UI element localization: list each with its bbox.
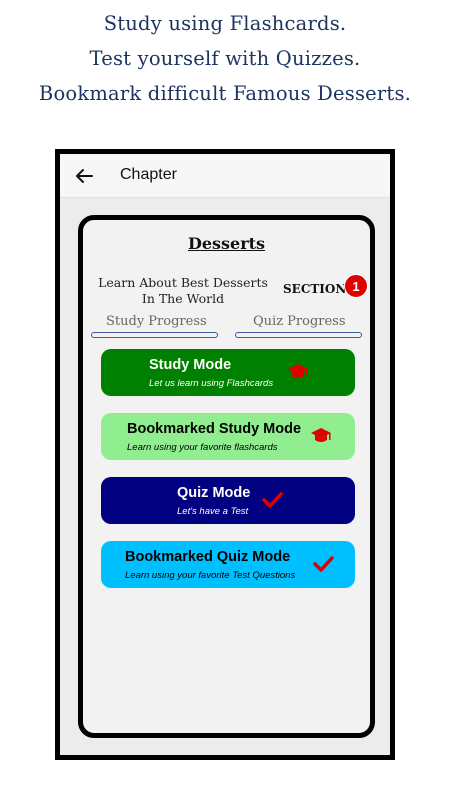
study-mode-title: Study Mode bbox=[149, 357, 232, 373]
appbar-title: Chapter bbox=[120, 166, 177, 183]
promo-line-3: Bookmark difficult Famous Desserts. bbox=[38, 82, 412, 105]
app-bar: Chapter bbox=[60, 154, 390, 198]
back-button[interactable] bbox=[72, 164, 96, 188]
chapter-description: Learn About Best Desserts In The World bbox=[98, 275, 268, 306]
quiz-mode-subtitle: Let's have a Test bbox=[177, 506, 249, 517]
quiz-mode-button[interactable]: Quiz Mode Let's have a Test bbox=[101, 477, 355, 524]
quiz-progress-label: Quiz Progress bbox=[253, 314, 346, 329]
quiz-mode-title: Quiz Mode bbox=[177, 485, 251, 501]
chapter-title: Desserts bbox=[187, 234, 266, 253]
quiz-progress-bar bbox=[235, 332, 362, 338]
bookmarked-quiz-mode-button[interactable]: Bookmarked Quiz Mode Learn using your fa… bbox=[101, 541, 355, 588]
section-number-badge: 1 bbox=[344, 274, 368, 298]
chapter-card: Desserts Learn About Best Desserts In Th… bbox=[78, 215, 375, 738]
arrow-left-icon bbox=[76, 169, 93, 183]
section-label: SECTION bbox=[283, 282, 347, 296]
checkmark-icon bbox=[313, 556, 334, 572]
bookmarked-study-mode-title: Bookmarked Study Mode bbox=[127, 421, 302, 437]
graduation-cap-icon bbox=[311, 428, 331, 442]
bookmarked-study-mode-button[interactable]: Bookmarked Study Mode Learn using your f… bbox=[101, 413, 355, 460]
phone-frame: Chapter Desserts Learn About Best Desser… bbox=[55, 149, 395, 760]
study-mode-subtitle: Let us learn using Flashcards bbox=[149, 378, 274, 389]
study-progress-bar bbox=[91, 332, 218, 338]
study-progress-label: Study Progress bbox=[106, 314, 207, 329]
checkmark-icon bbox=[262, 492, 283, 508]
bookmarked-quiz-mode-title: Bookmarked Quiz Mode bbox=[125, 549, 291, 565]
bookmarked-quiz-mode-subtitle: Learn using your favorite Test Questions bbox=[125, 570, 296, 581]
graduation-cap-icon bbox=[288, 364, 308, 378]
bookmarked-study-mode-subtitle: Learn using your favorite flashcards bbox=[127, 442, 278, 453]
promo-line-1: Study using Flashcards. bbox=[103, 12, 347, 35]
promo-line-2: Test yourself with Quizzes. bbox=[89, 47, 361, 70]
study-mode-button[interactable]: Study Mode Let us learn using Flashcards bbox=[101, 349, 355, 396]
promo-text: Study using Flashcards. Test yourself wi… bbox=[0, 6, 450, 111]
